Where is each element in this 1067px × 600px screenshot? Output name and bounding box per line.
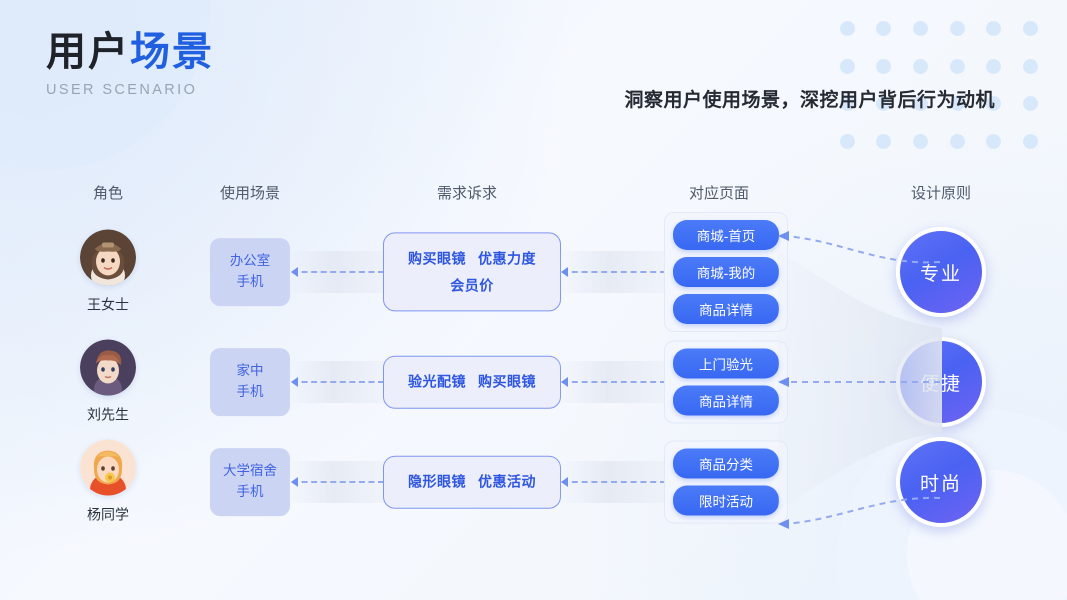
page-pill[interactable]: 商城-首页 xyxy=(673,220,779,250)
page-pill[interactable]: 商品详情 xyxy=(673,294,779,324)
scenario-line-2: 手机 xyxy=(236,274,264,289)
page-pill[interactable]: 上门验光 xyxy=(673,348,779,379)
scenario-chip: 办公室 手机 xyxy=(210,238,290,306)
pages-card: 上门验光 商品详情 xyxy=(664,340,788,424)
persona-name: 杨同学 xyxy=(87,506,129,523)
scenario-line-2: 手机 xyxy=(236,484,264,499)
needs-item: 购买眼镜 xyxy=(478,373,536,390)
needs-item: 优惠活动 xyxy=(478,473,536,490)
needs-line: 验光配镜购买眼镜 xyxy=(392,369,552,396)
page-pill[interactable]: 商品分类 xyxy=(673,448,779,479)
needs-item: 验光配镜 xyxy=(408,373,466,390)
column-header-row: 角色 使用场景 需求诉求 对应页面 设计原则 xyxy=(0,182,1067,204)
persona-role: 刘先生 xyxy=(53,339,163,425)
needs-item: 优惠力度 xyxy=(478,250,536,267)
man-redhair-avatar xyxy=(80,339,136,396)
column-header-role: 角色 xyxy=(92,185,124,202)
header: 用户场景 USER SCENARIO xyxy=(46,30,214,98)
design-principle-label: 专业 xyxy=(919,263,962,285)
arrow-pages-to-needs xyxy=(561,267,666,277)
needs-item: 购买眼镜 xyxy=(408,250,466,267)
persona-name: 刘先生 xyxy=(87,406,129,423)
pages-card: 商城-首页 商城-我的 商品详情 xyxy=(664,212,788,332)
needs-item: 会员价 xyxy=(450,277,494,293)
scenario-chip: 大学宿舍 手机 xyxy=(210,448,290,516)
design-principle-label: 时尚 xyxy=(919,473,962,495)
page-title: 用户场景 xyxy=(46,30,214,74)
design-principle-circle: 时尚 xyxy=(896,437,986,527)
scenario-board: 王女士 办公室 手机 购买眼镜优惠力度 会员价 商城-首页 商城-我的 商品详情… xyxy=(0,210,1067,550)
needs-item: 隐形眼镜 xyxy=(408,473,466,490)
design-principle-circle: 专业 xyxy=(896,227,986,317)
needs-box: 验光配镜购买眼镜 xyxy=(383,355,561,409)
arrow-needs-to-scenario xyxy=(291,477,384,487)
column-header-pages: 对应页面 xyxy=(688,185,750,202)
persona-name: 王女士 xyxy=(87,296,129,313)
arrow-needs-to-scenario xyxy=(291,377,384,387)
needs-line: 会员价 xyxy=(392,272,552,299)
principle-to-page-connectors xyxy=(778,231,942,529)
pages-card: 商品分类 限时活动 xyxy=(664,440,788,524)
scenario-chip: 家中 手机 xyxy=(210,348,290,416)
persona-role: 王女士 xyxy=(53,229,163,315)
scenario-line-1: 大学宿舍 xyxy=(223,463,277,479)
needs-box: 购买眼镜优惠力度 会员价 xyxy=(383,232,561,312)
needs-line: 购买眼镜优惠力度 xyxy=(392,245,552,272)
page-title-dark: 用户 xyxy=(46,30,130,74)
scenario-row: 杨同学 大学宿舍 手机 隐形眼镜优惠活动 商品分类 限时活动 时尚 xyxy=(0,432,1067,532)
arrow-pages-to-needs xyxy=(561,477,666,487)
page-pill[interactable]: 商城-我的 xyxy=(673,257,779,287)
arrow-pages-to-needs xyxy=(561,377,666,387)
page-pill[interactable]: 商品详情 xyxy=(673,385,779,416)
scenario-line-1: 办公室 xyxy=(229,253,271,269)
woman-cap-avatar xyxy=(80,229,136,286)
page-title-accent: 场景 xyxy=(130,30,214,74)
headline-statement: 洞察用户使用场景，深挖用户背后行为动机 xyxy=(624,90,995,111)
column-header-needs: 需求诉求 xyxy=(436,185,498,202)
decorative-dot-grid xyxy=(829,10,1049,160)
page-subtitle-en: USER SCENARIO xyxy=(46,82,198,98)
arrow-needs-to-scenario xyxy=(291,267,384,277)
scenario-line-1: 家中 xyxy=(236,363,264,379)
persona-role: 杨同学 xyxy=(53,439,163,525)
scenario-row: 王女士 办公室 手机 购买眼镜优惠力度 会员价 商城-首页 商城-我的 商品详情… xyxy=(0,212,1067,332)
woman-blonde-avatar xyxy=(80,439,136,496)
needs-line: 隐形眼镜优惠活动 xyxy=(392,469,552,496)
column-header-principle: 设计原则 xyxy=(910,185,972,202)
scenario-line-2: 手机 xyxy=(236,384,264,399)
column-header-scenario: 使用场景 xyxy=(219,185,281,202)
needs-box: 隐形眼镜优惠活动 xyxy=(383,455,561,509)
page-pill[interactable]: 限时活动 xyxy=(673,485,779,516)
